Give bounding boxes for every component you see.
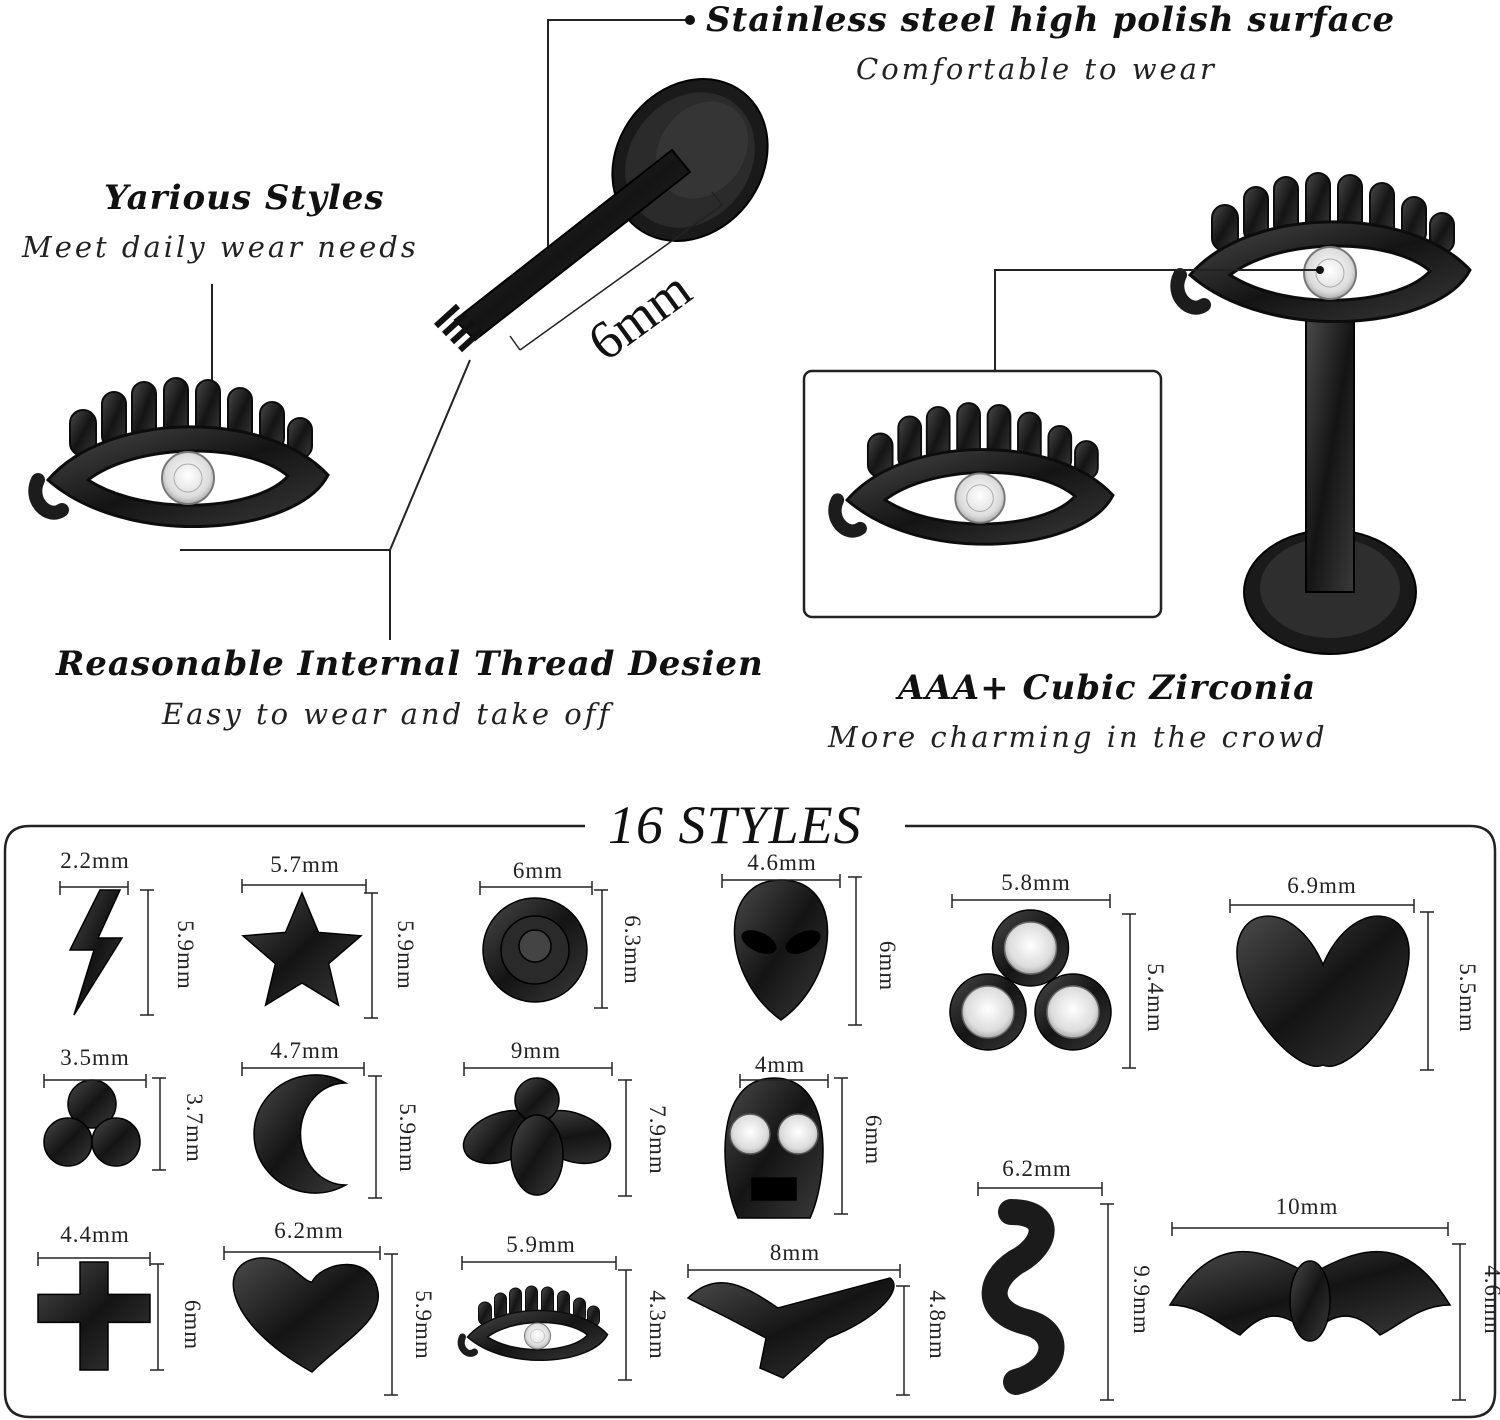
- styles-panel-border: [3, 824, 1497, 1419]
- width-label: 6.2mm: [1002, 1156, 1072, 1181]
- width-label: 6mm: [513, 858, 563, 883]
- star-dimensions: 5.7mm 5.9mm: [241, 852, 418, 1019]
- moon-dimensions: 4.7mm 5.9mm: [241, 1038, 420, 1199]
- styles-section-title: 16 STYLES: [608, 795, 862, 855]
- height-label: 3.7mm: [182, 1093, 207, 1163]
- post-length-dimension: [509, 191, 723, 351]
- heart-dimensions: 6.2mm 5.9mm: [223, 1218, 436, 1396]
- feature-polish-title: Stainless steel high polish surface: [706, 0, 1396, 40]
- width-label: 4.7mm: [270, 1038, 340, 1063]
- bat-dimensions: 10mm 4.6mm: [1171, 1194, 1500, 1401]
- triple-gem-dimensions: 5.8mm 5.4mm: [951, 870, 1168, 1069]
- eye-top-left-image: [35, 378, 328, 527]
- height-label: 7.9mm: [645, 1105, 670, 1175]
- snake-charm: [981, 1199, 1065, 1395]
- width-label: 8mm: [770, 1240, 820, 1265]
- feature-zirconia-subtitle: More charming in the crowd: [828, 720, 1328, 754]
- triple-gem-charm: [949, 909, 1112, 1051]
- height-label: 9.9mm: [1129, 1265, 1154, 1335]
- lightning-dimensions: 2.2mm 5.9mm: [59, 848, 198, 1016]
- width-label: 9mm: [511, 1038, 561, 1063]
- alien-dimensions: 4.6mm 6mm: [721, 850, 900, 1026]
- skull-dimensions: 4mm 6mm: [739, 1052, 886, 1215]
- eye-dimensions: 5.9mm 4.3mm: [461, 1232, 670, 1381]
- callout-polish: [547, 19, 690, 250]
- rose-charm: [482, 897, 588, 1003]
- width-label: 10mm: [1276, 1194, 1339, 1219]
- butterfly-dimensions: 6.9mm 5.5mm: [1229, 873, 1480, 1071]
- bee-charm: [462, 1077, 612, 1196]
- butterfly-charm: [1236, 915, 1410, 1068]
- skull-charm: [724, 1077, 824, 1219]
- height-label: 5.5mm: [1455, 963, 1480, 1033]
- height-label: 6mm: [875, 941, 900, 991]
- width-label: 5.7mm: [270, 852, 340, 877]
- width-label: 6.9mm: [1287, 873, 1357, 898]
- bee-dimensions: 9mm 7.9mm: [463, 1038, 670, 1197]
- height-label: 5.9mm: [411, 1290, 436, 1360]
- labret-stud-image: [433, 78, 769, 353]
- eye-labret-right-image: [1177, 173, 1470, 655]
- width-label: 5.9mm: [506, 1232, 576, 1257]
- height-label: 5.9mm: [393, 920, 418, 990]
- height-label: 4.3mm: [645, 1290, 670, 1360]
- height-label: 4.8mm: [925, 1290, 950, 1360]
- cross-charm: [37, 1261, 151, 1371]
- dinosaur-dimensions: 8mm 4.8mm: [687, 1240, 950, 1396]
- width-label: 4mm: [755, 1052, 805, 1077]
- feature-thread-title: Reasonable Internal Thread Desien: [56, 644, 764, 684]
- feature-thread-subtitle: Easy to wear and take off: [162, 697, 613, 731]
- width-label: 4.4mm: [60, 1222, 130, 1247]
- feature-polish-subtitle: Comfortable to wear: [856, 52, 1217, 86]
- height-label: 6mm: [861, 1115, 886, 1165]
- width-label: 3.5mm: [60, 1045, 130, 1070]
- height-label: 5.9mm: [173, 920, 198, 990]
- eye-charm: [461, 1286, 607, 1360]
- height-label: 6.3mm: [620, 915, 645, 985]
- feature-zirconia-title: AAA+ Cubic Zirconia: [898, 668, 1317, 708]
- trinity-balls-charm: [43, 1079, 141, 1167]
- height-label: 5.4mm: [1143, 963, 1168, 1033]
- snake-dimensions: 6.2mm 9.9mm: [977, 1156, 1154, 1401]
- dinosaur-charm: [686, 1277, 895, 1379]
- star-charm: [241, 891, 363, 1007]
- cross-dimensions: 4.4mm 6mm: [37, 1222, 205, 1371]
- alien-charm: [733, 879, 829, 1021]
- lightning-charm: [68, 889, 124, 1016]
- trinity-balls-dimensions: 3.5mm 3.7mm: [43, 1045, 207, 1171]
- width-label: 2.2mm: [60, 848, 130, 873]
- feature-styles-title: Yarious Styles: [104, 178, 385, 218]
- feature-styles-subtitle: Meet daily wear needs: [22, 230, 419, 264]
- width-label: 5.8mm: [1001, 870, 1071, 895]
- height-label: 6mm: [180, 1300, 205, 1350]
- width-label: 6.2mm: [274, 1218, 344, 1243]
- bat-charm: [1168, 1250, 1452, 1342]
- rose-dimensions: 6mm 6.3mm: [479, 858, 645, 1009]
- moon-charm: [253, 1074, 349, 1194]
- height-label: 5.9mm: [395, 1103, 420, 1173]
- heart-charm: [232, 1257, 379, 1373]
- height-label: 4.6mm: [1480, 1265, 1500, 1335]
- width-label: 4.6mm: [747, 850, 817, 875]
- post-length-label: 6mm: [577, 259, 702, 373]
